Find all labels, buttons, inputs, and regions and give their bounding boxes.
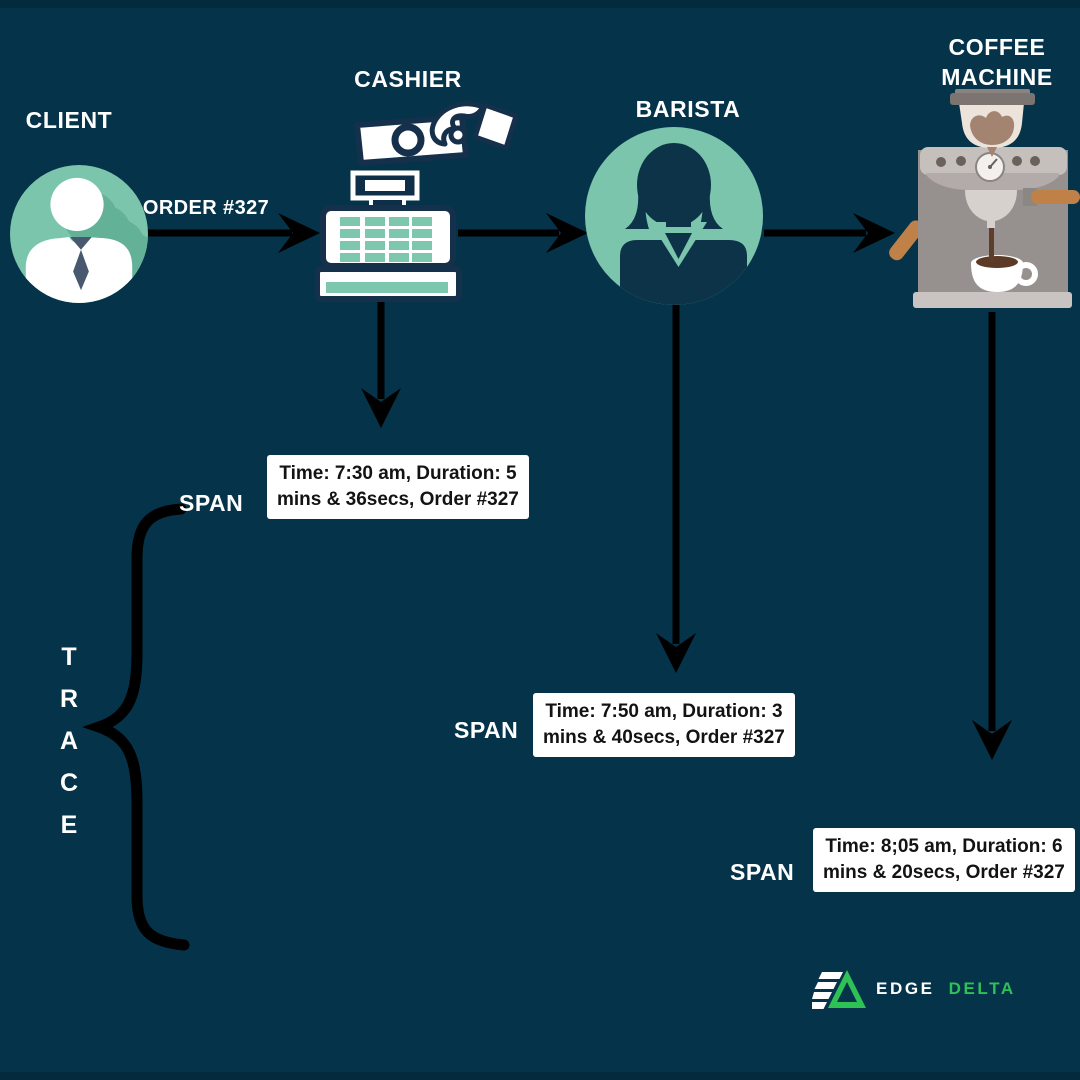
- coffee-machine-title-line2: MACHINE: [941, 64, 1053, 90]
- arrow-client-to-cashier: [146, 213, 320, 253]
- trace-letter: C: [59, 769, 79, 797]
- arrow-barista-span: [656, 300, 696, 673]
- trace-letter: R: [59, 685, 79, 713]
- edge-delta-logo-icon: [812, 970, 866, 1009]
- span-box-line: mins & 20secs, Order #327: [823, 862, 1065, 883]
- trace-letter: A: [59, 727, 79, 755]
- span-box-line: Time: 7:50 am, Duration: 3: [545, 701, 783, 722]
- cashier-register-icon: [315, 101, 519, 302]
- coffee-cup: [971, 240, 1038, 292]
- coffee-machine-title-line1: COFFEE: [948, 34, 1046, 60]
- barista-title: BARISTA: [635, 96, 741, 122]
- span-label-barista: SPAN: [454, 717, 519, 743]
- trace-label: T R A C E: [54, 636, 84, 846]
- span-box-line: Time: 8;05 am, Duration: 6: [825, 836, 1063, 857]
- span-box-line: mins & 36secs, Order #327: [277, 489, 519, 510]
- logo-word-edge: EDGE: [876, 979, 935, 998]
- span-label-cashier: SPAN: [179, 490, 244, 516]
- span-box-line: mins & 40secs, Order #327: [543, 727, 785, 748]
- order-label: ORDER #327: [142, 197, 270, 219]
- trace-brace: [82, 503, 190, 951]
- span-box-barista: Time: 7:50 am, Duration: 3 mins & 40secs…: [533, 693, 795, 757]
- coffee-machine-icon: [889, 89, 1080, 308]
- arrow-barista-to-coffee-machine: [764, 213, 895, 253]
- span-box-coffee-machine: Time: 8;05 am, Duration: 6 mins & 20secs…: [813, 828, 1075, 892]
- trace-letter: E: [60, 811, 78, 839]
- span-box-line: Time: 7:30 am, Duration: 5: [279, 463, 517, 484]
- coffee-machine-title: COFFEE MACHINE: [917, 32, 1077, 92]
- arrow-coffee-machine-span: [972, 312, 1012, 760]
- arrow-cashier-span: [361, 302, 401, 428]
- arrow-cashier-to-barista: [458, 213, 588, 253]
- bottom-edge-strip: [0, 1072, 1080, 1080]
- trace-letter: T: [61, 643, 77, 671]
- span-box-cashier: Time: 7:30 am, Duration: 5 mins & 36secs…: [267, 455, 529, 519]
- client-title: CLIENT: [25, 107, 113, 133]
- logo-word-delta: DELTA: [948, 979, 1016, 998]
- top-edge-strip: [0, 0, 1080, 8]
- cashier-title: CASHIER: [354, 66, 462, 92]
- span-label-coffee-machine: SPAN: [730, 859, 795, 885]
- pressure-gauge: [975, 152, 1005, 182]
- client-avatar-icon: [10, 165, 148, 303]
- edge-delta-logo: EDGE DELTA: [812, 966, 1016, 1012]
- hand-money-icon: [354, 101, 519, 166]
- barista-avatar-icon: [585, 127, 763, 305]
